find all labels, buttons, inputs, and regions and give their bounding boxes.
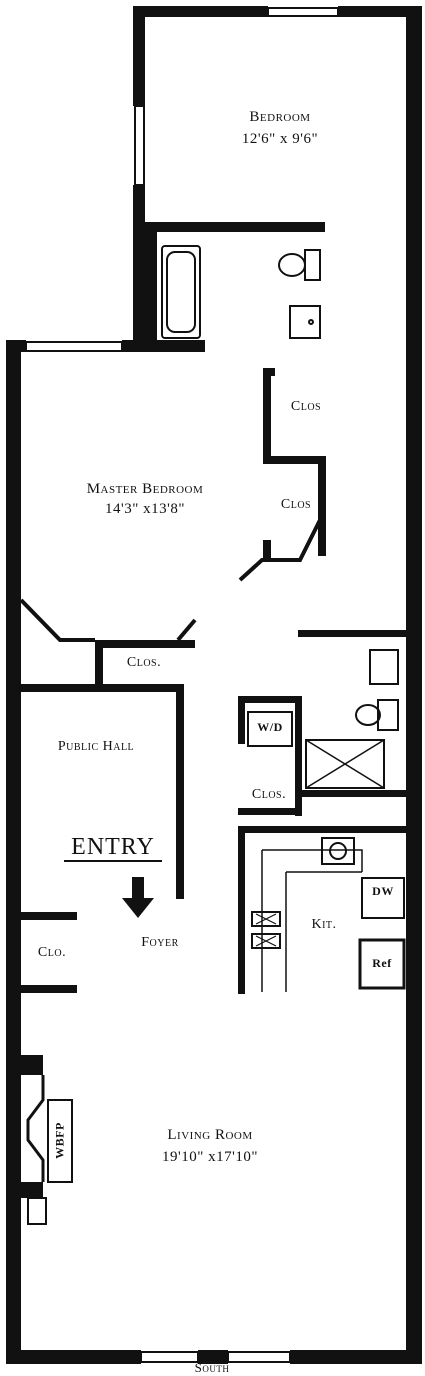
living-room-size: 19'10" x17'10" xyxy=(162,1149,258,1165)
walls xyxy=(6,6,422,1364)
entry-label: ENTRY xyxy=(71,834,155,860)
bedroom-size: 12'6" x 9'6" xyxy=(241,131,319,147)
kitchen-label: Kit. xyxy=(311,917,337,932)
fireplace-label: WBFP xyxy=(52,1122,67,1159)
closet-label-lower: Clos xyxy=(280,497,312,512)
closet-label-foyer: Clo. xyxy=(37,945,67,960)
master-bedroom-label: Master Bedroom xyxy=(86,481,204,497)
dishwasher-label: DW xyxy=(372,884,394,898)
public-hall-label: Public Hall xyxy=(57,739,135,754)
living-room-label: Living Room xyxy=(167,1127,253,1143)
refrigerator-label: Ref xyxy=(372,956,392,970)
foyer-label: Foyer xyxy=(141,935,179,950)
washer-dryer-label: W/D xyxy=(257,720,283,734)
bedroom-label: Bedroom xyxy=(249,109,311,125)
closet-label-master: Clos. xyxy=(126,655,162,670)
orientation-label: South xyxy=(194,1360,230,1375)
master-bedroom-size: 14'3" x13'8" xyxy=(105,501,185,517)
closet-label-laundry: Clos. xyxy=(251,787,287,802)
fixtures xyxy=(19,7,406,1363)
entry-arrow-icon xyxy=(122,898,154,918)
closet-label-upper: Clos xyxy=(290,399,322,414)
